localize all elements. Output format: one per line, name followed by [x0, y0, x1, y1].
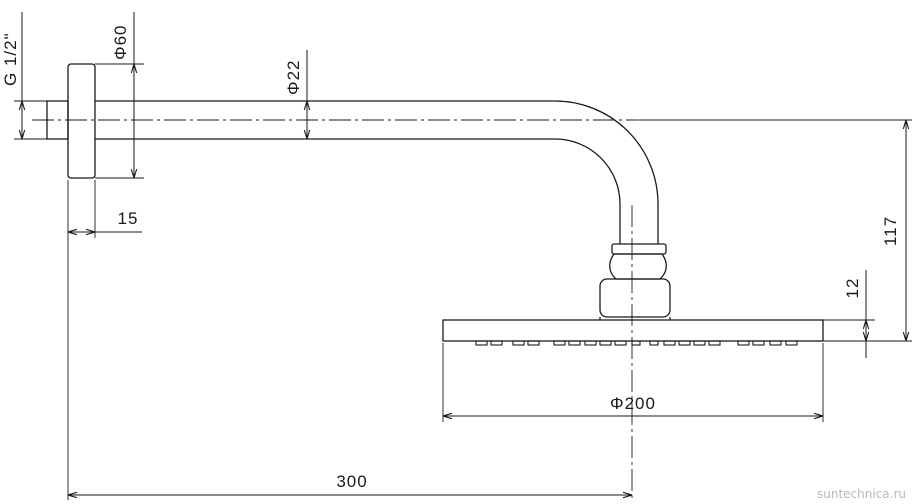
- label-thread: G 1/2": [1, 32, 20, 86]
- shower-head: [442, 319, 824, 342]
- arm-pipe: [95, 100, 659, 244]
- connector-nut: [599, 278, 671, 318]
- dimension-lines: [22, 12, 906, 495]
- label-height: 117: [881, 216, 900, 246]
- label-head-thickness: 12: [843, 278, 862, 299]
- swivel-ball: [609, 253, 667, 280]
- label-pipe-diameter: Φ22: [284, 60, 303, 95]
- label-reach: 300: [336, 472, 367, 491]
- swivel-collar: [611, 243, 667, 255]
- watermark: suntechnica.ru: [817, 487, 906, 501]
- label-head-diameter: Φ200: [610, 394, 656, 413]
- extension-lines: [14, 63, 912, 500]
- label-flange-diameter: Φ60: [111, 25, 130, 60]
- center-lines: [32, 119, 640, 500]
- wall-flange: [67, 63, 96, 179]
- label-flange-thickness: 15: [118, 209, 139, 228]
- nozzles: [475, 340, 798, 346]
